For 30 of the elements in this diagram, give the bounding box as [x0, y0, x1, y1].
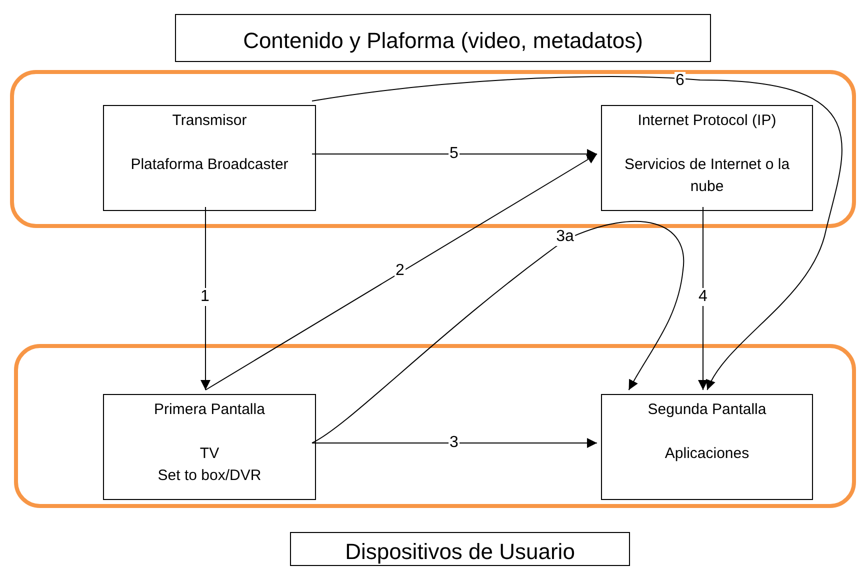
node-title: Transmisor: [172, 111, 247, 131]
node-text: Servicios de Internet o la nube: [623, 155, 791, 197]
arrow: [312, 438, 598, 448]
node-title: Contenido y Plaforma (video, metadatos): [243, 26, 643, 55]
node-text: Set to box/DVR: [158, 466, 262, 486]
node-text: Plataforma Broadcaster: [130, 155, 288, 175]
arrow: [312, 76, 842, 390]
edge-label: 4: [698, 288, 708, 306]
arrow: [698, 206, 708, 390]
process-box: [103, 394, 316, 500]
edge-label: 2: [394, 262, 406, 280]
node-title: Dispositivos de Usuario: [345, 538, 575, 566]
edge-label: 1: [200, 288, 210, 306]
group-band: [14, 344, 856, 508]
label-box: [175, 14, 711, 62]
node-text: TV: [200, 444, 220, 464]
arrow: [200, 206, 210, 390]
arrow: [312, 149, 598, 159]
edge-label: 3a: [555, 228, 575, 246]
group-band: [10, 70, 856, 228]
node-title: Segunda Pantalla: [648, 400, 766, 420]
arrow: [205, 154, 598, 390]
node-title: Primera Pantalla: [154, 400, 265, 420]
node-title: Internet Protocol (IP): [638, 111, 776, 131]
process-box: [103, 105, 316, 211]
node-text: Aplicaciones: [664, 444, 750, 464]
label-box: [290, 532, 630, 566]
process-box: [601, 394, 813, 500]
process-box: [601, 105, 813, 211]
arrow: [312, 221, 684, 444]
